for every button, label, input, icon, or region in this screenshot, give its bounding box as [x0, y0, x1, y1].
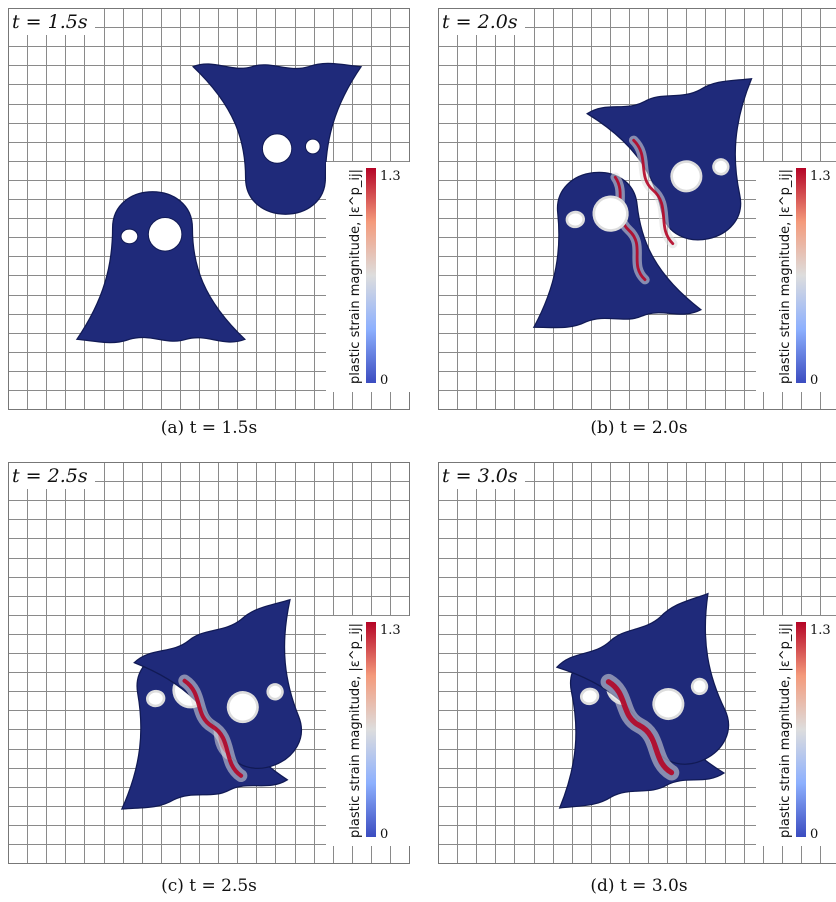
ghost-body [75, 191, 247, 344]
panel-c: t = 2.5s 1.3 0 plastic strain magnitude, |ε… [8, 462, 410, 864]
ghost-eye-hole [652, 688, 685, 721]
colorbar-min-label: 0 [380, 373, 388, 388]
colorbar-min-label: 0 [810, 827, 818, 842]
ghost-eye-hole [304, 138, 321, 155]
time-label-background [9, 463, 95, 489]
ghost-eye-hole [147, 216, 183, 252]
colorbar-max-label: 1.3 [810, 169, 831, 184]
ghost-eye-hole [565, 210, 586, 229]
ghost-eye-hole [261, 133, 293, 164]
colorbar-title: plastic strain magnitude, |ε^p_ij| [778, 623, 793, 838]
ghost-upper-group [555, 592, 730, 781]
strain-band [613, 175, 647, 282]
panel-d: t = 3.0s 1.3 0 plastic strain magnitude, |ε… [438, 462, 836, 864]
time-label-background [9, 9, 95, 35]
strain-band [605, 679, 675, 776]
ghost-eye-hole [146, 689, 166, 708]
simulation-panel-svg: t = 2.0s 1.3 0 plastic strain magnitude, |ε… [438, 8, 836, 410]
colorbar-min-label: 0 [380, 827, 388, 842]
colorbar-title: plastic strain magnitude, |ε^p_ij| [778, 169, 793, 384]
colorbar-min-label: 0 [810, 373, 818, 388]
strain-band [632, 138, 675, 246]
time-label: t = 3.0s [442, 465, 518, 487]
caption-a: (a) t = 1.5s [160, 418, 258, 438]
colorbar-max-label: 1.3 [810, 623, 831, 638]
colorbar [796, 168, 806, 383]
ghost-body [133, 598, 302, 769]
ghost-eye-hole [120, 228, 139, 245]
caption-d: (d) t = 3.0s [590, 876, 688, 896]
colorbar [796, 622, 806, 837]
time-label-background [439, 9, 525, 35]
ghost-eye-hole [592, 195, 629, 232]
colorbar-max-label: 1.3 [380, 169, 401, 184]
ghost-upper-group [191, 62, 363, 215]
colorbar-title: plastic strain magnitude, |ε^p_ij| [348, 169, 363, 384]
ghost-body [586, 78, 753, 241]
caption-b: (b) t = 2.0s [590, 418, 688, 438]
time-label: t = 2.0s [442, 11, 518, 33]
ghost-upper-group [586, 78, 753, 249]
ghost-eye-hole [670, 160, 703, 193]
ghost-eye-hole [712, 158, 730, 176]
time-label-background [439, 463, 525, 489]
ghost-upper-group [133, 598, 302, 783]
time-label: t = 1.5s [12, 11, 88, 33]
colorbar-max-label: 1.3 [380, 623, 401, 638]
simulation-panel-svg: t = 3.0s 1.3 0 plastic strain magnitude, |ε… [438, 462, 836, 864]
simulation-panel-svg: t = 2.5s 1.3 0 plastic strain magnitude, |ε… [8, 462, 410, 864]
ghost-eye-hole [226, 691, 259, 724]
ghost-eye-hole [579, 687, 600, 706]
simulation-panel-svg: t = 1.5s 1.3 0 plastic strain magnitude, |ε… [8, 8, 410, 410]
ghost-eye-hole [690, 677, 709, 696]
panel-b: t = 2.0s 1.3 0 plastic strain magnitude, |ε… [438, 8, 836, 410]
strain-band [182, 678, 244, 778]
colorbar [366, 168, 376, 383]
colorbar-title: plastic strain magnitude, |ε^p_ij| [348, 623, 363, 838]
colorbar [366, 622, 376, 837]
panel-a: t = 1.5s 1.3 0 plastic strain magnitude, |ε… [8, 8, 410, 410]
time-label: t = 2.5s [12, 465, 88, 487]
ghost-eye-hole [266, 683, 284, 701]
caption-c: (c) t = 2.5s [161, 876, 257, 896]
